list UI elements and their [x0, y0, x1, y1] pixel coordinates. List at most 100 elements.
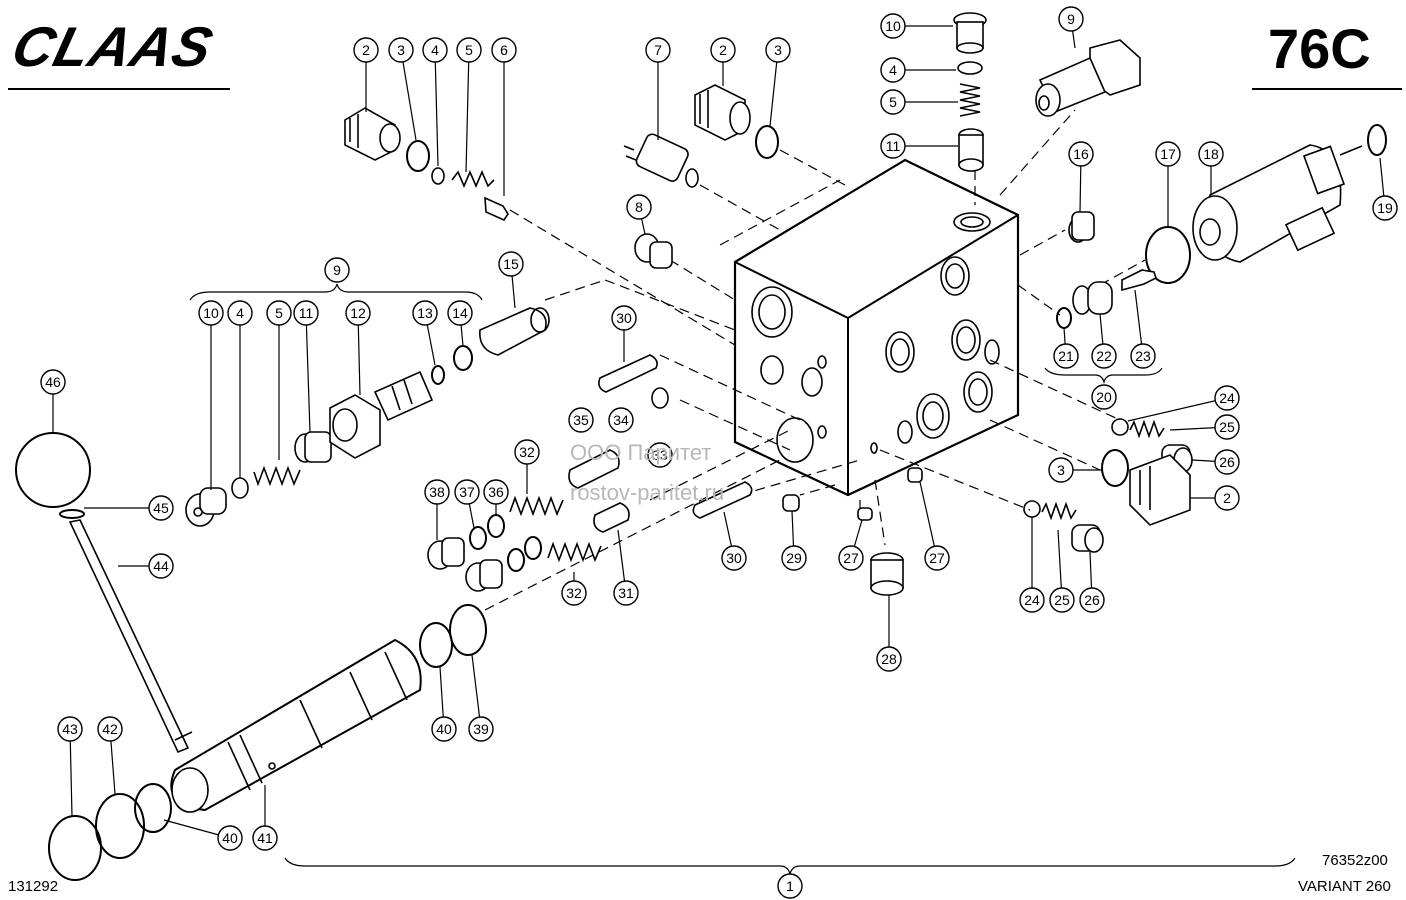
callout-circle	[1068, 141, 1094, 167]
callout-circle	[498, 251, 524, 277]
plug-10b	[185, 487, 227, 527]
callout-c45: 45	[84, 495, 174, 521]
callout-number: 22	[1096, 348, 1112, 364]
callout-circle	[924, 545, 950, 571]
spring-25b	[1041, 501, 1077, 521]
callout-circle	[148, 553, 174, 579]
fitting-2a	[344, 107, 401, 161]
callout-c2b: 2	[710, 37, 736, 86]
callout-number: 3	[397, 42, 405, 58]
footer-right-top: 76352z00	[1322, 852, 1388, 869]
callout-circle	[1155, 141, 1181, 167]
callout-number: 32	[519, 444, 535, 460]
callout-number: 3	[1057, 462, 1065, 478]
spring-25a	[1129, 419, 1165, 439]
seat-22	[1072, 281, 1113, 315]
footer-right-bottom: VARIANT 260	[1298, 878, 1391, 895]
callout-c29: 29	[781, 510, 807, 571]
callout-number: 30	[726, 550, 742, 566]
callout-number: 15	[503, 256, 519, 272]
callout-circle	[626, 194, 652, 220]
plug-38a	[427, 537, 465, 570]
callout-circle	[781, 545, 807, 571]
callout-circle	[1019, 587, 1045, 613]
valve-block	[733, 158, 1020, 497]
callout-c33: 33	[647, 442, 673, 468]
callout-number: 9	[1067, 11, 1075, 27]
callout-number: 33	[652, 447, 668, 463]
callout-number: 26	[1219, 454, 1235, 470]
callout-circle	[388, 37, 414, 63]
footer-left: 131292	[8, 878, 59, 895]
callout-circle	[880, 133, 906, 159]
callout-circle	[647, 442, 673, 468]
callout-c19: 19	[1372, 157, 1398, 221]
callout-number: 36	[488, 484, 504, 500]
callout-c40a: 40	[431, 666, 457, 742]
callout-number: 5	[889, 94, 897, 110]
callout-number: 4	[236, 305, 244, 321]
coupling-9a	[1035, 39, 1141, 117]
callout-number: 44	[153, 558, 169, 574]
callout-c13: 13	[412, 300, 438, 366]
callout-leader	[769, 49, 779, 127]
lever-44	[68, 519, 193, 754]
snap-ring-39	[449, 604, 487, 656]
sleeve-15	[479, 307, 550, 356]
callout-number: 40	[222, 830, 238, 846]
callout-circle	[40, 369, 66, 395]
callout-circle	[97, 716, 123, 742]
callout-circle	[412, 300, 438, 326]
callout-circle	[880, 13, 906, 39]
seal-ring-3b	[755, 125, 779, 159]
washer-4c	[957, 61, 983, 75]
callout-c11a: 11	[880, 133, 958, 159]
callout-number: 17	[1160, 146, 1176, 162]
watermark-line1: ООО Паритет	[570, 440, 712, 465]
callout-number: 40	[436, 721, 452, 737]
callout-c2a: 2	[353, 37, 379, 112]
callout-number: 14	[452, 305, 468, 321]
seal-ring-3c	[1101, 449, 1129, 487]
callout-circle	[483, 479, 509, 505]
coupling-12	[329, 370, 434, 459]
callout-c30a: 30	[611, 305, 637, 362]
callout-c32a: 32	[514, 439, 540, 494]
callout-c10b: 10	[198, 300, 224, 490]
callout-c39: 39	[468, 654, 494, 742]
callout-c8: 8	[626, 194, 652, 235]
plug-10a	[953, 12, 987, 54]
callout-c23: 23	[1130, 289, 1156, 369]
callout-circle	[422, 37, 448, 63]
callout-leader	[1127, 397, 1228, 422]
callout-c7: 7	[645, 37, 671, 140]
callout-c4b: 4	[880, 57, 956, 83]
callout-circle	[324, 257, 350, 283]
callout-circle	[561, 580, 587, 606]
callout-number: 39	[473, 721, 489, 737]
seal-ring-13	[431, 365, 445, 385]
callout-number: 41	[257, 830, 273, 846]
spool-33	[568, 387, 669, 489]
callout-circle	[710, 37, 736, 63]
plug-26b	[1071, 524, 1104, 553]
callout-circle	[1058, 6, 1084, 32]
seal-ring-14	[453, 345, 473, 371]
callout-circle	[1091, 343, 1117, 369]
callout-circle	[491, 37, 517, 63]
callout-number: 4	[889, 62, 897, 78]
callout-number: 25	[1219, 419, 1235, 435]
plug-29	[782, 494, 800, 512]
seal-ring-40b	[134, 783, 172, 833]
page-code: 76C	[1268, 17, 1371, 80]
callout-number: 2	[1223, 490, 1231, 506]
callout-circle	[353, 37, 379, 63]
shaft-41	[170, 638, 422, 813]
callout-number: 42	[102, 721, 118, 737]
seal-ring-37b	[507, 548, 525, 572]
callout-circle	[148, 495, 174, 521]
callout-leader	[305, 312, 311, 433]
callout-number: 24	[1024, 592, 1040, 608]
plug-28	[870, 552, 904, 596]
